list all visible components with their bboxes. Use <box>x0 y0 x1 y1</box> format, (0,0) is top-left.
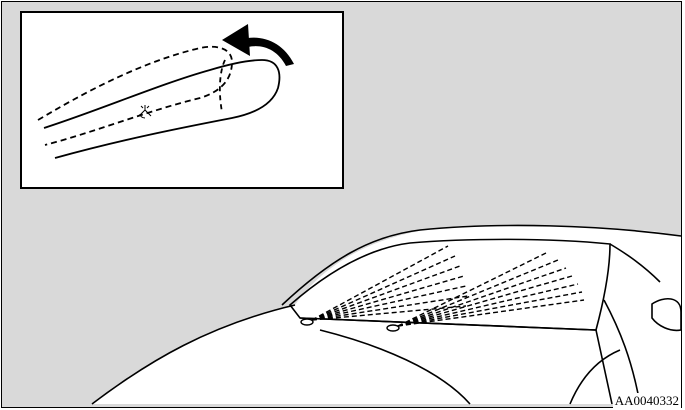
car-illustration <box>92 225 681 404</box>
car-body <box>92 225 681 404</box>
inset-panel <box>21 12 343 188</box>
left-nozzle <box>301 319 313 325</box>
lever-inset <box>21 12 343 188</box>
figure-reference-code: AA0040332 <box>613 393 681 408</box>
right-nozzle <box>387 325 399 331</box>
